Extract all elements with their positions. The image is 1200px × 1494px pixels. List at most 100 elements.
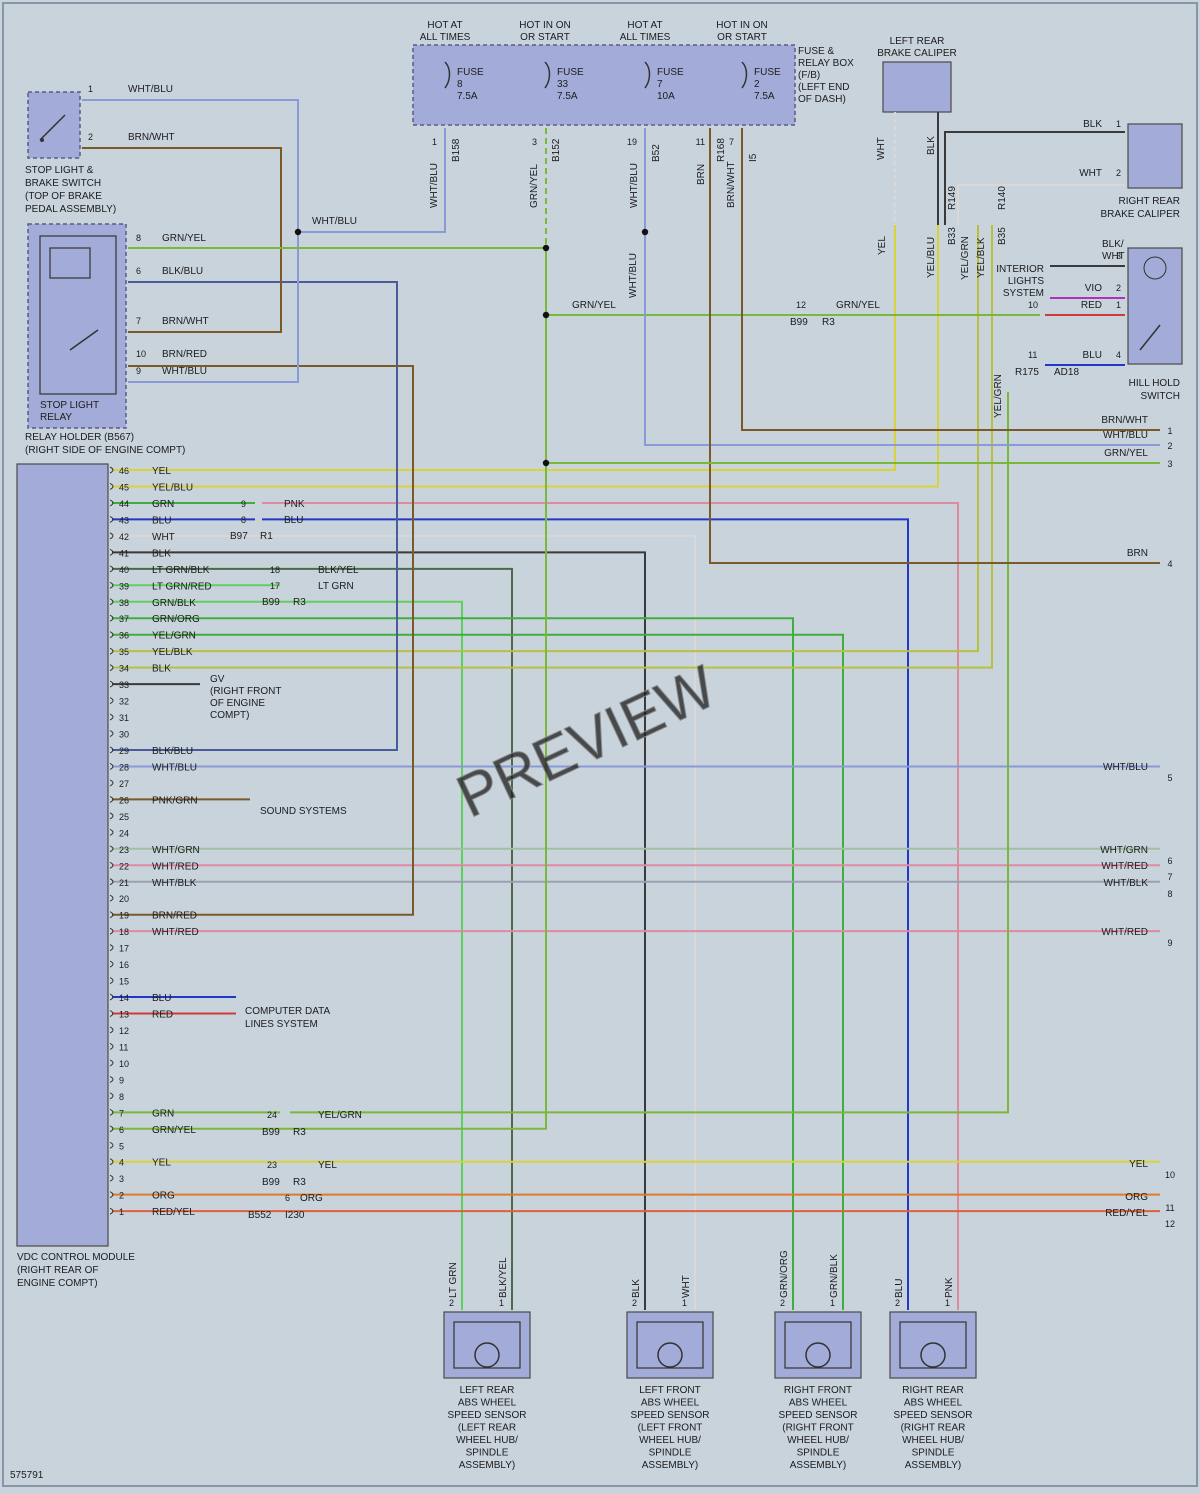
connector-pin: 1 [1116, 300, 1121, 310]
connector-pin: 7 [136, 316, 141, 326]
vdc-wire-label: WHT/BLK [152, 878, 197, 889]
connector-id: R168 [716, 138, 727, 162]
vdc-pin: 20 [119, 894, 129, 904]
svg-text:OR START: OR START [520, 32, 570, 43]
wire-label: BRN/WHT [162, 316, 209, 327]
vdc-pin: 7 [119, 1108, 124, 1118]
sensor-label: ASSEMBLY) [459, 1460, 516, 1471]
vdc-pin: 27 [119, 779, 129, 789]
label: 7 [729, 137, 734, 147]
svg-text:(F/B): (F/B) [798, 70, 820, 81]
wire-label: YEL/GRN [318, 1110, 362, 1121]
sensor-label: ABS WHEEL [458, 1398, 517, 1409]
ref-number: 8 [1167, 889, 1172, 899]
vdc-control-module: VDC CONTROL MODULE (RIGHT REAR OF ENGINE… [16, 463, 135, 1289]
sensor-label: (LEFT FRONT [638, 1423, 703, 1434]
svg-text:LEFT REAR: LEFT REAR [890, 36, 945, 47]
sensor-label: ASSEMBLY) [905, 1460, 962, 1471]
svg-text:(RIGHT FRONT: (RIGHT FRONT [210, 686, 281, 697]
vdc-pin: 33 [119, 680, 129, 690]
label: 7.5A [557, 91, 578, 102]
sensor-label: (RIGHT FRONT [782, 1423, 853, 1434]
wire-label: YEL [318, 1160, 337, 1171]
svg-text:LIGHTS: LIGHTS [1008, 276, 1044, 287]
sensor-label: (RIGHT REAR [901, 1423, 966, 1434]
svg-text:PEDAL ASSEMBLY): PEDAL ASSEMBLY) [25, 204, 116, 215]
vdc-wire-label: BRN/RED [152, 911, 197, 922]
vdc-pin: 5 [119, 1141, 124, 1151]
vdc-pin: 6 [119, 1125, 124, 1135]
label: FUSE [457, 67, 484, 78]
connector-id: B99 [262, 1177, 280, 1188]
label: 3 [532, 137, 537, 147]
svg-text:SOUND SYSTEMS: SOUND SYSTEMS [260, 806, 347, 817]
vdc-pin: 41 [119, 548, 129, 558]
svg-text:FUSE &: FUSE & [798, 46, 834, 57]
connector-id: R140 [997, 186, 1008, 210]
connector-id: R175 [1015, 367, 1039, 378]
ref-number: 10 [1165, 1170, 1175, 1180]
sensor-label: ABS WHEEL [904, 1398, 963, 1409]
label: 7.5A [457, 91, 478, 102]
sensor-pin: 1 [682, 1298, 687, 1308]
wire [112, 567, 513, 1310]
svg-text:STOP LIGHT &: STOP LIGHT & [25, 165, 94, 176]
connector-id: B552 [248, 1210, 272, 1221]
svg-text:BRAKE CALIPER: BRAKE CALIPER [877, 48, 956, 59]
connector-id: R149 [947, 186, 958, 210]
sensor-pin: 2 [449, 1298, 454, 1308]
vdc-wire-label: GRN/ORG [152, 614, 200, 625]
svg-text:SWITCH: SWITCH [1141, 391, 1180, 402]
svg-text:(TOP OF BRAKE: (TOP OF BRAKE [25, 191, 102, 202]
wire [82, 99, 446, 233]
ref-number: 11 [1165, 1203, 1174, 1213]
connector-id: B99 [262, 597, 280, 608]
wire-label: WHT/BLU [629, 163, 640, 208]
svg-text:HILL HOLD: HILL HOLD [1129, 378, 1180, 389]
wire [112, 365, 414, 916]
connector-pin: 3 [1116, 251, 1121, 261]
wire-label: BLK [631, 1279, 642, 1298]
vdc-pin: 42 [119, 532, 129, 542]
wire-label: VIO [1085, 283, 1102, 294]
vdc-pin: 23 [119, 845, 129, 855]
wire-label: BLU [894, 1279, 905, 1298]
svg-text:RELAY HOLDER (B567): RELAY HOLDER (B567) [25, 432, 134, 443]
vdc-wire-label: BLU [152, 993, 171, 1004]
wire-label: BLK/ [1102, 239, 1124, 250]
wire-label: YEL/BLU [926, 237, 937, 278]
connector-pin: 24 [267, 1110, 277, 1120]
label: 10A [657, 91, 675, 102]
label: 11 [696, 137, 705, 147]
svg-text:OF DASH): OF DASH) [798, 94, 846, 105]
wire-label: LT GRN [448, 1262, 459, 1298]
sensor-label: WHEEL HUB/ [787, 1435, 849, 1446]
vdc-wire-label: RED/YEL [152, 1207, 195, 1218]
vdc-pin: 4 [119, 1158, 124, 1168]
sensor-label: ASSEMBLY) [642, 1460, 699, 1471]
wire-label: PNK [284, 499, 305, 510]
vdc-wire-label: GRN [152, 1108, 174, 1119]
svg-text:HOT AT: HOT AT [427, 20, 462, 31]
sensor-label: SPEED SENSOR [448, 1410, 527, 1421]
vdc-wire-label: PNK/GRN [152, 795, 198, 806]
connector-id: R3 [293, 1177, 306, 1188]
sensor-label: ABS WHEEL [789, 1398, 848, 1409]
ref-number: 3 [1167, 459, 1172, 469]
wire [644, 128, 1160, 446]
sensor-pin: 2 [632, 1298, 637, 1308]
vdc-pin: 18 [119, 927, 129, 937]
wire-label: YEL/BLK [976, 237, 987, 278]
wire-label: BLU [1083, 350, 1102, 361]
wire-label: GRN/YEL [836, 300, 880, 311]
connector-id: B152 [551, 138, 562, 162]
vdc-wire-label: WHT/GRN [152, 845, 200, 856]
svg-text:ALL TIMES: ALL TIMES [420, 32, 471, 43]
wire [262, 518, 909, 1310]
ref-wire-label: WHT/BLU [1103, 762, 1148, 773]
svg-text:HOT IN ON: HOT IN ON [716, 20, 767, 31]
